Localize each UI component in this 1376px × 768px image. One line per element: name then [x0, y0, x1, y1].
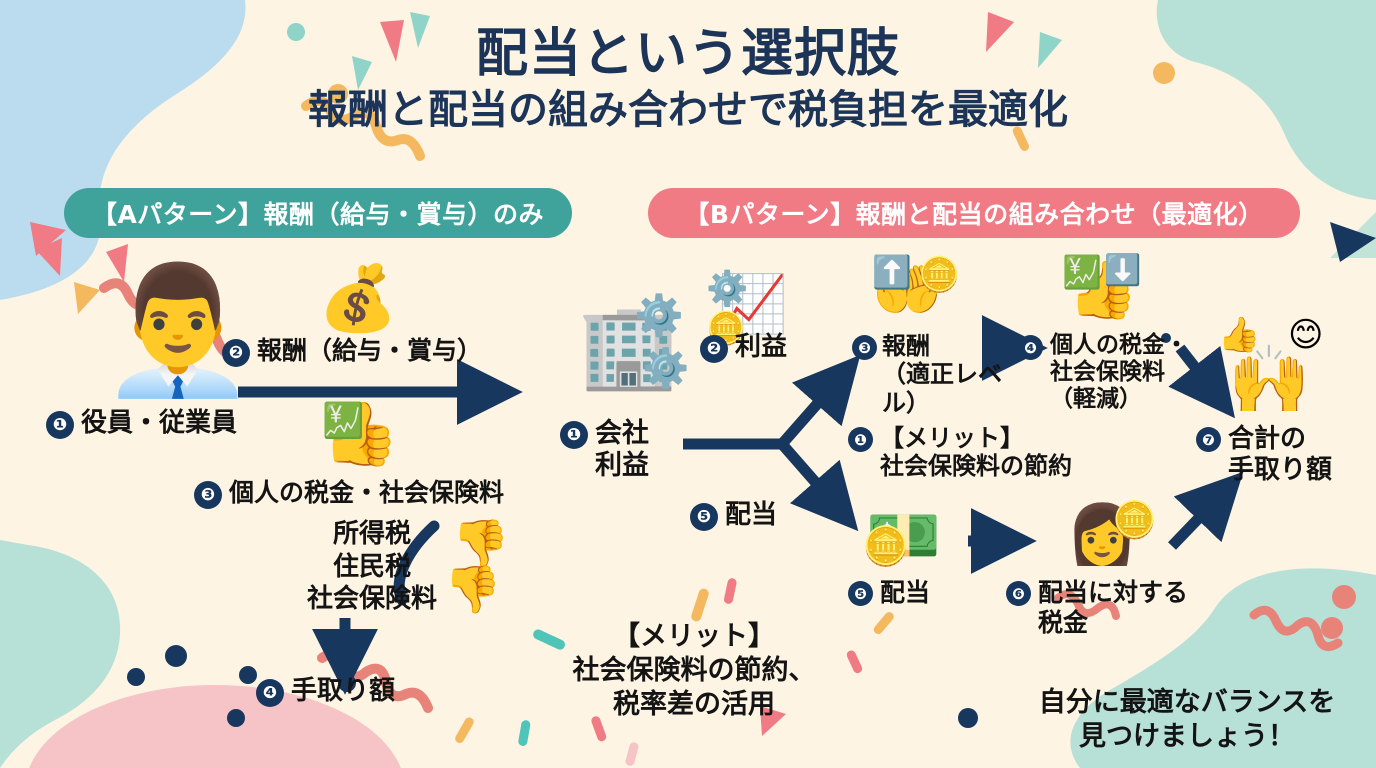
step-number-badge: ❶	[46, 411, 74, 439]
step-b4-personal-tax: ❹ 個人の税金・ 社会保険料 （軽減）	[1018, 332, 1208, 413]
title-block: 配当という選択肢 報酬と配当の組み合わせで税負担を最適化	[0, 26, 1376, 132]
panel-header-pattern-a[interactable]: 【Aパターン】報酬（給与・賞与）のみ	[64, 188, 572, 238]
step-b4-label: 個人の税金・ 社会保険料 （軽減）	[1050, 332, 1188, 413]
step-a2: ❷ 報酬（給与・賞与）	[222, 336, 522, 367]
celebrating-person-icon: 🙌	[1228, 342, 1311, 416]
step-a4-label: 手取り額	[291, 676, 396, 706]
step-a4: ❹ 手取り額	[256, 676, 516, 707]
percent-down-thumbs-up-icon: 👍	[322, 400, 400, 469]
step-a1-label: 役員・従業員	[81, 408, 238, 438]
arrow-b-branch-up	[777, 354, 861, 448]
step-b7-total-takehome: ❼ 合計の 手取り額	[1196, 424, 1376, 485]
profit-chart-icon: 📈	[718, 272, 788, 335]
step-number-badge: ❷	[222, 339, 250, 367]
hand-coins-up-icon: 🤲	[872, 258, 942, 321]
percent-down-thumbs-up-icon: 👍	[1068, 258, 1138, 321]
red-down-arrow-icon: ⬇️	[1104, 254, 1142, 287]
step-number-badge: ❸	[194, 481, 222, 509]
step-number-badge: ❺	[848, 581, 873, 606]
step-number-badge: ❻	[1006, 581, 1031, 606]
step-b1-label: 会社 利益	[595, 418, 649, 481]
step-a3-label: 個人の税金・社会保険料	[229, 478, 505, 507]
office-building-gears-icon: 🏢	[578, 301, 681, 392]
step-b3-compensation: ❸ 報酬 （適正レベル）	[852, 332, 1032, 417]
step-a2-label: 報酬（給与・賞与）	[257, 336, 483, 365]
step-b5-dividend: ❺ 配当	[848, 578, 998, 608]
step-a3: ❸ 個人の税金・社会保険料	[194, 478, 544, 509]
step-number-badge: ❹	[256, 679, 284, 707]
merit-inline-note: ❶ 【メリット】 社会保険料の節約	[848, 424, 1118, 481]
step-b5-label: 配当	[880, 578, 931, 607]
percent-icon: 💹	[1062, 254, 1102, 290]
gear-icon: ⚙️	[634, 294, 684, 338]
thumbs-down-blue-icon: 👎	[444, 563, 502, 615]
step-b2-label: 利益	[735, 332, 788, 362]
money-cash-coin-icon: 💵	[866, 502, 941, 569]
coin-icon: 🪙	[1112, 499, 1157, 540]
coin-icon: 🪙	[862, 526, 910, 568]
step-b6-dividend-tax: ❻ 配当に対する 税金	[1006, 578, 1206, 637]
page-title: 配当という選択肢	[475, 24, 900, 84]
step-b2-profit: ❷ 利益	[700, 332, 840, 363]
gear-check-icon: ⚙️	[642, 348, 690, 390]
tax-items-list: 所得税 住民税 社会保険料	[306, 519, 437, 614]
thumbs-down-red-icon: 👎	[452, 517, 510, 569]
merit-inline-label: 【メリット】 社会保険料の節約	[880, 424, 1072, 481]
panel-header-pattern-b[interactable]: 【Bパターン】報酬と配当の組み合わせ（最適化）	[648, 188, 1300, 238]
money-bag-icon: 💰	[318, 262, 398, 334]
coin-icon: 🪙	[918, 256, 961, 294]
step-b1-company: ❶ 会社 利益	[560, 418, 740, 482]
merit-note: 【メリット】 社会保険料の節約、 税率差の活用	[572, 621, 816, 720]
step-number-badge: ❷	[700, 335, 728, 363]
percent-coin-icon: 💹	[322, 402, 365, 440]
step-b3-label: 報酬 （適正レベル）	[882, 332, 1002, 417]
step-b6-label: 配当に対する 税金	[1038, 578, 1189, 637]
step-number-badge: ❹	[1018, 335, 1043, 360]
step-number-badge: ❺	[690, 503, 718, 531]
thumbs-up-icon: 👍	[1218, 316, 1261, 354]
closing-note: 自分に最適なバランスを 見つけましょう！	[1038, 687, 1336, 752]
arrow-b-branch-down	[777, 440, 859, 532]
arrow-a-tax-curve	[393, 520, 440, 606]
step-number-badge: ❶	[560, 421, 588, 449]
step-number-badge: ❼	[1196, 427, 1221, 452]
arrow-b-4-to-7	[1168, 344, 1235, 419]
step-b5-branch-label: 配当	[725, 500, 778, 530]
step-b7-label: 合計の 手取り額	[1228, 424, 1333, 485]
arrow-b-6-to-7	[1168, 471, 1244, 550]
smiling-face-icon: 😊	[1288, 316, 1324, 354]
gear-icon: ⚙️	[706, 270, 749, 308]
woman-coin-icon: 👩	[1066, 502, 1139, 567]
step-number-badge: ❶	[848, 427, 873, 452]
page-subtitle: 報酬と配当の組み合わせで税負担を最適化	[308, 87, 1068, 134]
step-number-badge: ❸	[852, 335, 877, 360]
office-worker-icon: 👨‍💼	[100, 261, 256, 400]
step-a1: ❶ 役員・従業員	[46, 408, 306, 439]
green-up-arrow-icon: ⬆️	[872, 254, 912, 290]
step-b5-dividend-branch: ❺ 配当	[690, 500, 840, 531]
